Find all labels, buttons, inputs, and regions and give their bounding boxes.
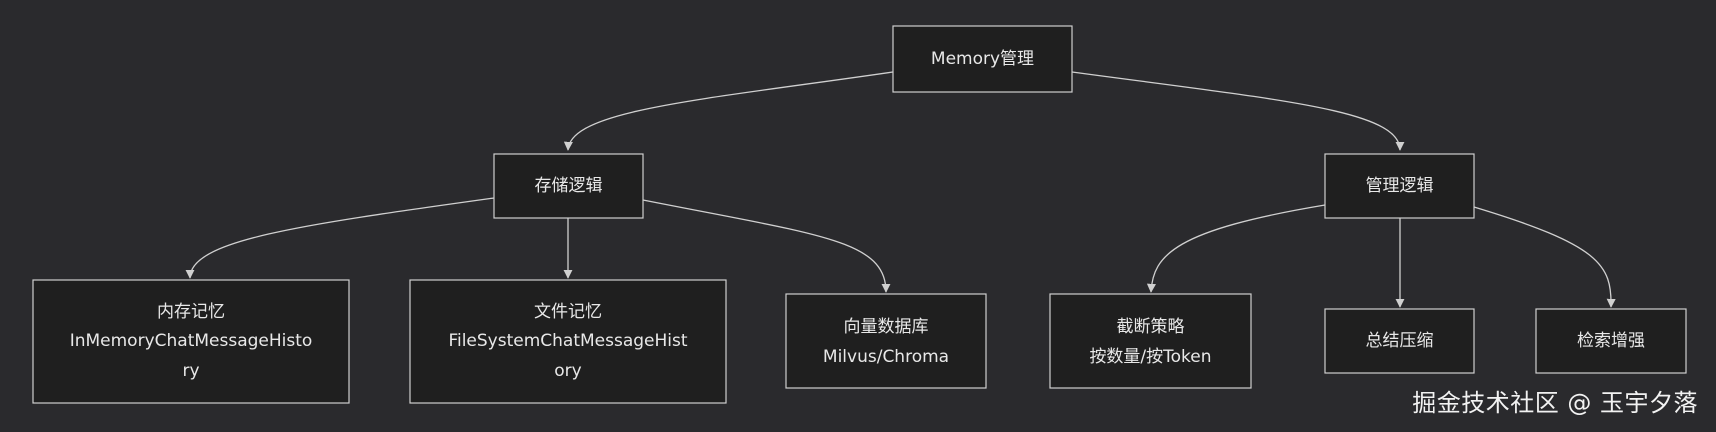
node-storage-logic: 存储逻辑 (493, 153, 644, 219)
node-storage-logic-label: 存储逻辑 (535, 176, 603, 196)
node-vector-db-line-1: 向量数据库 (844, 317, 929, 337)
node-memory-management-label: Memory管理 (931, 49, 1034, 69)
node-file-memory-line-2: FileSystemChatMessageHist (448, 331, 687, 351)
node-file-memory-line-3: ory (554, 361, 581, 381)
node-retrieval-enhancement-label: 检索增强 (1577, 331, 1645, 351)
node-memory-management: Memory管理 (892, 25, 1073, 93)
node-truncation-line-1: 截断策略 (1117, 317, 1185, 337)
node-management-logic-label: 管理逻辑 (1366, 176, 1434, 196)
edge-storage-to-in-memory (185, 197, 495, 279)
node-truncation-strategy: 截断策略 按数量/按Token (1049, 293, 1252, 389)
node-vector-db-line-2: Milvus/Chroma (823, 347, 949, 367)
edge-storage-to-vector-db (642, 199, 891, 293)
node-file-memory-line-1: 文件记忆 (534, 302, 602, 322)
node-summary-compression-label: 总结压缩 (1366, 331, 1434, 351)
watermark-text: 掘金技术社区 @ 玉宇夕落 (1412, 389, 1698, 417)
node-truncation-line-2: 按数量/按Token (1089, 347, 1211, 367)
node-file-memory: 文件记忆 FileSystemChatMessageHist ory (409, 279, 727, 404)
node-in-memory-line-3: ry (182, 361, 199, 381)
node-management-logic: 管理逻辑 (1324, 153, 1475, 219)
edge-root-to-management (1071, 71, 1405, 151)
node-retrieval-enhancement: 检索增强 (1535, 308, 1687, 374)
node-summary-compression: 总结压缩 (1324, 308, 1475, 374)
edge-management-to-truncation (1146, 204, 1326, 293)
node-in-memory-line-2: InMemoryChatMessageHisto (70, 331, 313, 351)
node-in-memory-line-1: 内存记忆 (157, 302, 225, 322)
edge-management-to-retrieval (1473, 206, 1616, 308)
node-in-memory: 内存记忆 InMemoryChatMessageHisto ry (32, 279, 350, 404)
edge-root-to-storage (563, 71, 894, 151)
node-vector-db: 向量数据库 Milvus/Chroma (785, 293, 987, 389)
